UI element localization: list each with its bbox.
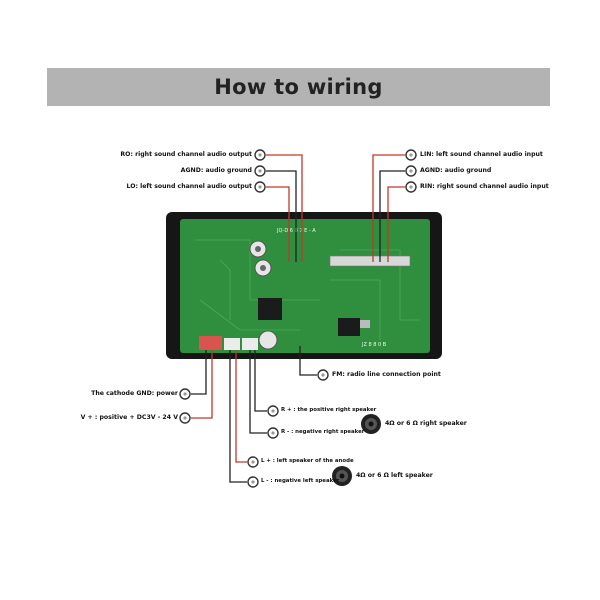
label-vplus: V + : positive + DC3V - 24 V [80, 414, 178, 421]
speaker-connector-1 [224, 338, 240, 350]
label-lin: LIN: left sound channel audio input [420, 151, 543, 158]
wire-agnd-right [379, 170, 405, 262]
label-l-neg: L - : negative left speaker [261, 478, 340, 484]
label-r-pos: R + : the positive right speaker [281, 407, 377, 413]
title-banner: How to wiring [47, 68, 550, 106]
ic-chip-1 [258, 298, 282, 320]
capacitor-3 [258, 330, 278, 350]
wire-gnd [191, 350, 207, 395]
power-connector [199, 336, 222, 350]
wire-r-pos [254, 350, 267, 412]
pcb-traces [195, 239, 420, 340]
chip-code: JZ 8 8 0 B [361, 342, 387, 348]
right-speaker-icon [361, 414, 381, 434]
wire-l-neg [229, 350, 247, 483]
wire-vplus [191, 350, 213, 419]
left-speaker-icon [332, 466, 352, 486]
wire-rin [387, 186, 405, 262]
ic-chip-2 [338, 318, 360, 336]
wire-fm [299, 346, 317, 376]
wire-l-pos [235, 350, 247, 463]
label-agnd-left: AGND: audio ground [180, 167, 252, 174]
label-rin: RIN: right sound channel audio input [420, 183, 549, 190]
label-right-speaker: 4Ω or 6 Ω right speaker [385, 420, 467, 427]
label-gnd: The cathode GND: power [91, 390, 178, 397]
wire-ro [266, 154, 303, 262]
wire-r-neg [249, 350, 267, 434]
wire-agnd-left [266, 170, 297, 262]
label-r-neg: R - : negative right speaker [281, 429, 365, 435]
speaker-connector-2 [242, 338, 258, 350]
wire-lo [266, 186, 290, 262]
label-lo: LO: left sound channel audio output [126, 183, 252, 190]
label-l-pos: L + : left speaker of the anode [261, 458, 354, 464]
page-title: How to wiring [214, 75, 383, 99]
label-fm: FM: radio line connection point [332, 371, 441, 378]
label-left-speaker: 4Ω or 6 Ω left speaker [356, 472, 433, 479]
label-agnd-right: AGND: audio ground [420, 167, 492, 174]
wire-lin [372, 154, 405, 262]
pcb [180, 219, 430, 353]
label-ro: RO: right sound channel audio output [120, 151, 252, 158]
pin-header [329, 255, 411, 267]
crystal [360, 320, 370, 328]
